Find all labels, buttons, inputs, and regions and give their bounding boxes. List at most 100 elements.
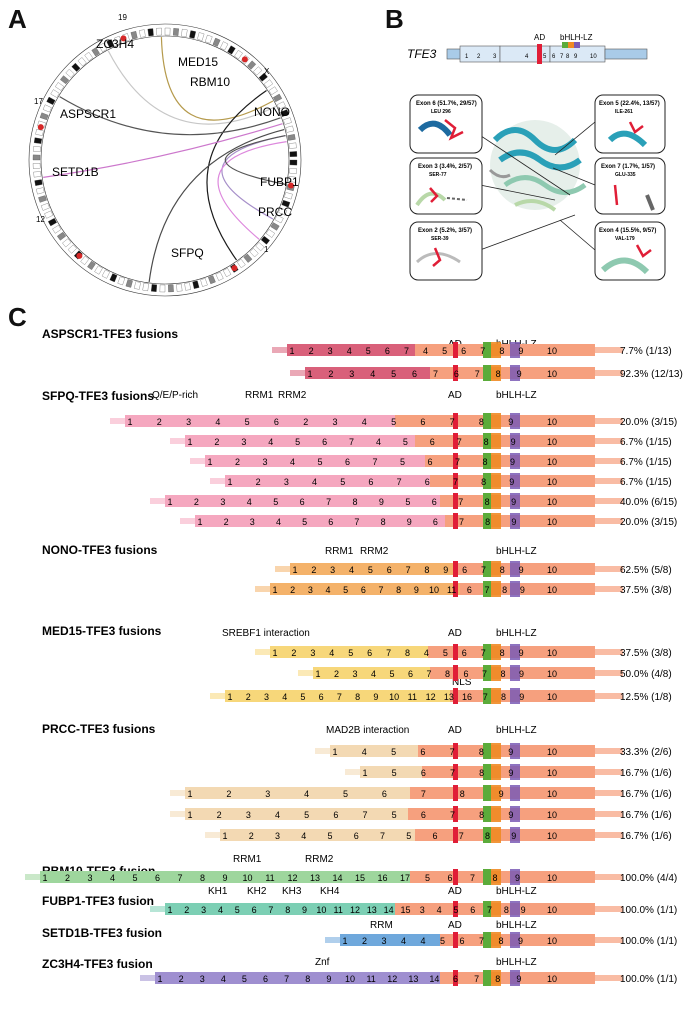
leucine-zipper [510,644,520,660]
exon-label: 1 [315,669,320,679]
chrom-label-12: 12 [36,215,45,224]
chrom-label-1: 1 [264,245,269,254]
chromosome-band [276,101,286,110]
tfe3-bhlh-label: bHLH-LZ [560,33,593,42]
exon-label: 5 [273,497,278,507]
exon-label: 4 [325,585,330,595]
exon-label: 10 [547,831,557,841]
exon-label: 2 [328,369,333,379]
fusion-link [107,50,277,125]
fusion-frequency: 33.3% (2/6) [620,747,672,758]
exon-label: 9 [511,497,516,507]
fusion-frequency: 20.0% (3/15) [620,517,677,528]
bhlh-helix [491,365,501,381]
exon-label: 6 [461,346,466,356]
chromosome-band [173,28,179,36]
exon-label: 8 [500,669,505,679]
chromosome-band [147,28,154,37]
chromosome-band [67,244,77,254]
exon-label: 6 [432,497,437,507]
chromosome-band [44,210,54,219]
ad-domain [453,827,458,843]
ad-domain [453,785,458,801]
exon-label: 8 [500,565,505,575]
partner-segment [125,415,395,427]
chromosome-band [52,225,62,234]
exon-label: 7 [397,477,402,487]
circos-label-fubp1: FUBP1 [260,175,299,189]
exon-label: 6 [361,585,366,595]
exon-label: 2 [157,417,162,427]
chromosome-band [258,72,268,82]
domain-label: AD [448,390,462,401]
leucine-zipper [510,688,520,704]
partner-segment [40,871,410,883]
exon-label: 5 [392,810,397,820]
chromosome-band [280,109,290,117]
tfe3-utr [595,811,623,817]
chromosome-band [156,27,162,36]
exon-label: 4 [290,457,295,467]
exon-label: 5 [368,565,373,575]
exon-label: 9 [443,565,448,575]
exon-label: 12 [426,692,436,702]
exon-label: 10 [345,974,355,984]
chromosome-band [176,283,183,292]
exon-label: 4 [304,789,309,799]
leucine-zipper [510,665,520,681]
exon-label: 7 [450,747,455,757]
fusion-frequency: 62.5% (5/8) [620,565,672,576]
chromosome-band [288,176,297,183]
leucine-zipper [510,827,520,843]
partner-segment [225,690,450,702]
exon-label: 6 [368,477,373,487]
fusion-group-title: PRCC-TFE3 fusions [42,722,156,736]
exon-label: 6 [155,873,160,883]
fusion-group-title: ASPSCR1-TFE3 fusions [42,327,178,341]
bhlh-basic [483,688,491,704]
exon-label: 3 [250,517,255,527]
fusion-group-5: RBM10-TFE3 fusionRRM1RRM2123456789101112… [25,854,677,885]
bhlh-basic [483,433,491,449]
exon-label: 7 [349,437,354,447]
leucine-zipper [510,413,520,429]
exon-label: 7 [455,457,460,467]
exon-label: 9 [511,437,516,447]
chromosome-band [212,37,221,47]
fusion-link [217,141,287,240]
exon-label: 5 [304,810,309,820]
circos-label-rbm10: RBM10 [190,75,230,89]
domain-label: bHLH-LZ [496,390,537,401]
chromosome-band [35,129,44,136]
exon-label: 7 [470,873,475,883]
exon-label: 2 [184,905,189,915]
exon-label: 1 [289,346,294,356]
chromosome-band [164,27,171,36]
exon-label: 5 [245,417,250,427]
domain-label: KH2 [247,886,267,897]
centromere-marker [37,124,44,131]
partner-segment [287,344,415,356]
ad-domain [453,365,458,381]
fusion-group-title: SETD1B-TFE3 fusion [42,926,162,940]
chromosome-band [106,39,115,49]
exon-label: 6 [408,669,413,679]
bhlh-basic [483,561,491,577]
exon-label: 5 [403,437,408,447]
exon-label: 9 [519,565,524,575]
exon-label: 5 [389,669,394,679]
exon-label: 1 [157,974,162,984]
exon-label: 9 [509,477,514,487]
exon-label: 7 [481,565,486,575]
exon-label: 5 [327,831,332,841]
fusion-link [43,123,283,178]
tfe3-gene-label: TFE3 [407,47,437,61]
exon-label: 14 [429,974,439,984]
tfe3-utr [595,937,623,943]
exon-label: 8 [504,905,509,915]
exon-label: 6 [462,565,467,575]
exon-label: 9 [516,974,521,984]
callout-lines [459,121,596,251]
bhlh-basic [483,932,491,948]
